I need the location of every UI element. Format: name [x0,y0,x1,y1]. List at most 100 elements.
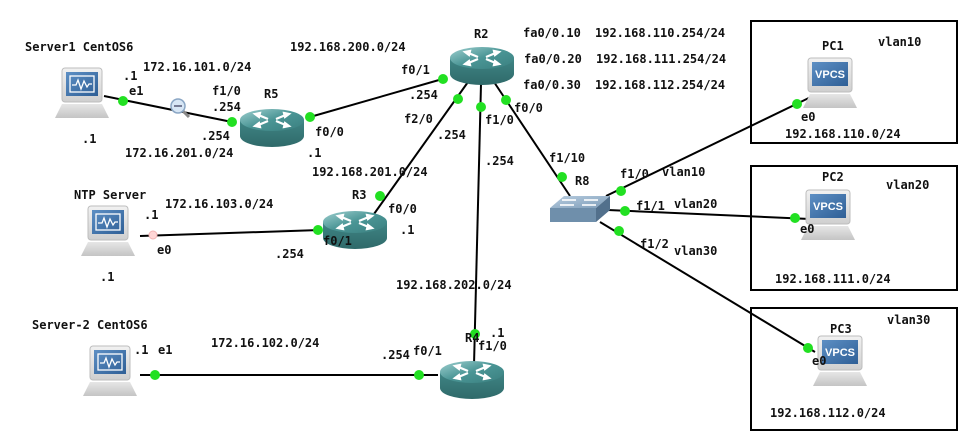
subinterface-label: fa0/0.30 [523,78,581,92]
subinterface-label: fa0/0.10 [523,26,581,40]
host-icon[interactable] [80,205,136,257]
port-label: f1/1 [636,199,665,213]
link-r2-r3[interactable] [363,81,469,229]
port-label: f1/0 [620,167,649,181]
ip-label: .254 [275,247,304,261]
vlan-label: vlan10 [662,165,705,179]
pc3-screen-text: VPCS [825,347,855,359]
vlan-box-subnet: 192.168.110.0/24 [785,127,901,141]
pc2-screen-text: VPCS [813,201,843,213]
ip-label: .254 [212,100,241,114]
node-label-r8: R8 [575,174,589,188]
port-dot[interactable] [803,343,813,353]
port-label: f1/10 [549,151,585,165]
switch-icon[interactable] [550,196,610,222]
port-dot[interactable] [150,370,160,380]
router-icon[interactable] [238,107,306,149]
subnet-label: 172.16.201.0/24 [125,146,233,160]
vpcs-icon[interactable]: VPCS [800,189,856,241]
port-label: f0/0 [388,202,417,216]
node-label-server2: Server-2 CentOS6 [32,318,148,332]
subinterface-ip: 192.168.110.254/24 [595,26,725,40]
port-dot[interactable] [375,191,385,201]
node-label-r4: R4 [465,331,479,345]
port-dot[interactable] [614,226,624,236]
subnet-label: 192.168.202.0/24 [396,278,512,292]
vlan-box-label: vlan20 [886,178,929,192]
ip-label: .254 [409,88,438,102]
port-dot[interactable] [557,172,567,182]
port-dot[interactable] [476,102,486,112]
link-ntp-r3[interactable] [139,229,321,237]
port-dot-capturing[interactable] [148,230,158,240]
port-label: e1 [129,84,143,98]
port-label: f0/0 [315,125,344,139]
ip-label: .1 [100,270,114,284]
subnet-label: 192.168.201.0/24 [312,165,428,179]
host-icon[interactable] [82,345,138,397]
vlan10-area [750,20,958,144]
vlan-label: vlan30 [674,244,717,258]
port-dot[interactable] [414,370,424,380]
ip-label: .254 [201,129,230,143]
link-r5-r2[interactable] [309,77,447,118]
ip-label: .254 [485,154,514,168]
subnet-label: 172.16.102.0/24 [211,336,319,350]
port-label: e0 [801,110,815,124]
ip-label: .1 [490,326,504,340]
vpcs-icon[interactable]: VPCS [812,335,868,387]
port-dot[interactable] [792,99,802,109]
packet-capture-icon[interactable] [170,98,191,119]
port-label: f1/0 [478,339,507,353]
port-dot[interactable] [620,206,630,216]
port-dot[interactable] [118,96,128,106]
vlan30-area [750,307,958,431]
port-label: f1/0 [485,113,514,127]
port-label: f0/1 [401,63,430,77]
vlan-label: vlan20 [674,197,717,211]
port-dot[interactable] [501,95,511,105]
port-dot[interactable] [616,186,626,196]
node-label-ntp: NTP Server [74,188,146,202]
port-dot[interactable] [313,225,323,235]
ip-label: .1 [400,223,414,237]
link-r8-pc2[interactable] [607,209,811,220]
node-label-r3: R3 [352,188,366,202]
node-label-r2: R2 [474,27,488,41]
port-dot[interactable] [438,74,448,84]
port-label: f0/1 [323,234,352,248]
port-label: f1/2 [640,237,669,251]
vpcs-icon[interactable]: VPCS [802,57,858,109]
link-r8-pc3[interactable] [599,221,816,353]
subinterface-ip: 192.168.112.254/24 [595,78,725,92]
subnet-label: 172.16.101.0/24 [143,60,251,74]
ip-label: .254 [381,348,410,362]
port-dot[interactable] [305,112,315,122]
vlan-box-subnet: 192.168.111.0/24 [775,272,891,286]
ip-label: .254 [437,128,466,142]
ip-label: .1 [144,208,158,222]
port-dot[interactable] [790,213,800,223]
port-dot[interactable] [227,117,237,127]
port-dot[interactable] [470,329,480,339]
router-icon[interactable] [438,359,506,401]
host-icon[interactable] [54,67,110,119]
port-dot[interactable] [453,94,463,104]
port-label: e0 [800,222,814,236]
subinterface-label: fa0/0.20 [524,52,582,66]
node-label-r5: R5 [264,87,278,101]
link-r2-r4[interactable] [473,83,482,366]
vlan20-area [750,165,958,291]
node-label-pc1: PC1 [822,39,844,53]
subnet-label: 172.16.103.0/24 [165,197,273,211]
subnet-label: 192.168.200.0/24 [290,40,406,54]
node-label-pc2: PC2 [822,170,844,184]
ip-label: .1 [82,132,96,146]
vlan-box-subnet: 192.168.112.0/24 [770,406,886,420]
pc1-screen-text: VPCS [815,69,845,81]
link-r8-pc1[interactable] [605,94,816,197]
port-label: e1 [158,343,172,357]
node-label-server1: Server1 CentOS6 [25,40,133,54]
port-label: f0/1 [413,344,442,358]
router-icon[interactable] [448,45,516,87]
